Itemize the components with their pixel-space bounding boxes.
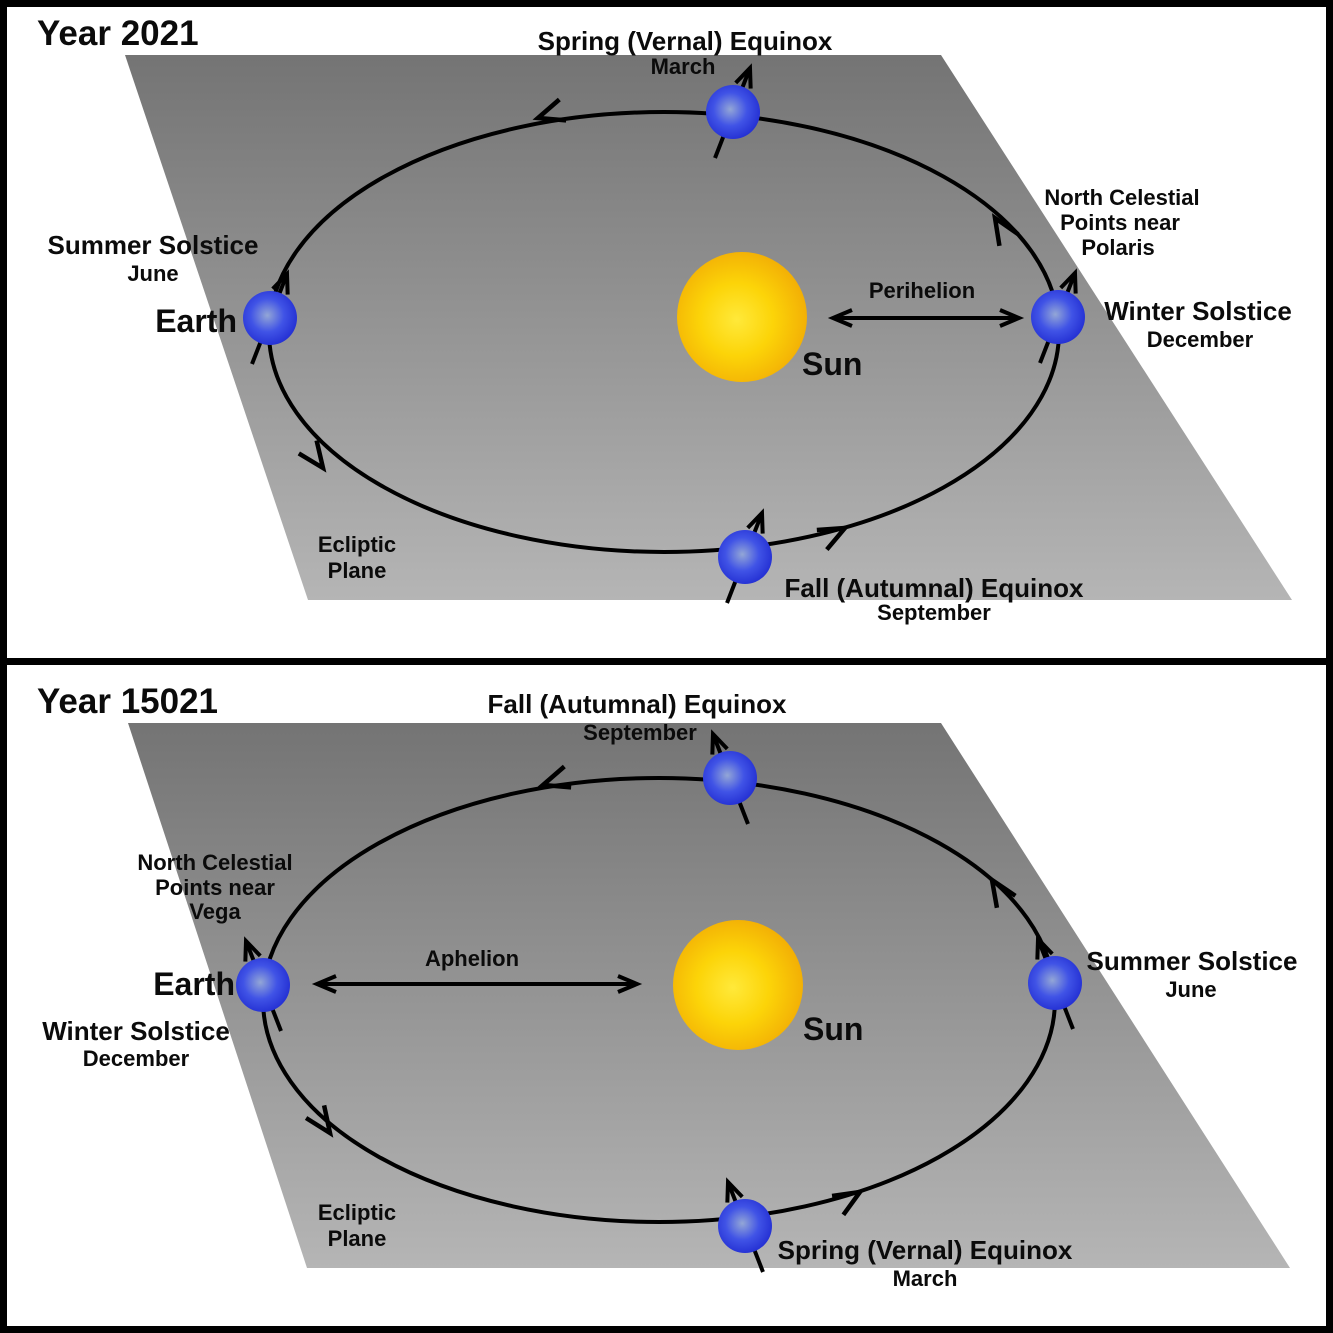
earth-fall-equinox [718,508,772,604]
pole-label-line3: Polaris [1081,235,1154,260]
bottom-position-label: Spring (Vernal) Equinox [778,1235,1073,1265]
ecliptic-label-line2: Plane [328,1226,387,1251]
left-position-month: December [83,1046,190,1071]
left-position-month: June [127,261,178,286]
earth-summer-solstice [243,269,297,365]
sun-sphere [677,252,807,382]
bottom-position-month: September [877,600,991,625]
earth-sphere [718,530,772,584]
pole-label-line2: Points near [1060,210,1180,235]
top-position-label: Spring (Vernal) Equinox [538,26,833,56]
panel-year-15021: Year 15021 Fall (Autumnal) Equinox Septe… [37,682,1297,1291]
right-position-label: Summer Solstice [1087,946,1298,976]
aphelion-arrow [315,974,639,994]
panel-divider [0,658,1333,665]
earth-label: Earth [153,966,235,1002]
panel-year-2021: Year 2021 Spring (Vernal) Equinox March … [37,14,1292,625]
perihelion-arrow [831,308,1021,328]
left-position-label: Winter Solstice [42,1016,230,1046]
earth-sphere [1031,290,1085,344]
earth-winter-solstice [236,936,290,1032]
right-position-month: December [1147,327,1254,352]
earth-winter-solstice [1031,268,1085,364]
earth-label: Earth [155,303,237,339]
top-position-label: Fall (Autumnal) Equinox [488,689,788,719]
pole-label-line1: North Celestial [1044,185,1199,210]
earth-summer-solstice [1028,934,1082,1030]
right-position-month: June [1165,977,1216,1002]
earth-sphere [706,85,760,139]
panel-title: Year 15021 [37,682,218,721]
earth-sphere [718,1199,772,1253]
earth-spring-equinox [718,1177,772,1273]
right-position-label: Winter Solstice [1104,296,1292,326]
top-position-month: March [651,54,716,79]
distance-label: Perihelion [869,278,975,303]
sun-label: Sun [803,1011,863,1047]
sun-label: Sun [802,346,862,382]
earth-sphere [1028,956,1082,1010]
earth-sphere [243,291,297,345]
ecliptic-label-line1: Ecliptic [318,1200,396,1225]
earth-sphere [236,958,290,1012]
earth-fall-equinox [703,729,757,825]
ecliptic-label-line1: Ecliptic [318,532,396,557]
panel-title: Year 2021 [37,14,199,53]
pole-label-line2: Points near [155,875,275,900]
sun-sphere [673,920,803,1050]
bottom-position-label: Fall (Autumnal) Equinox [785,573,1085,603]
left-position-label: Summer Solstice [48,230,259,260]
bottom-position-month: March [893,1266,958,1291]
pole-label-line3: Vega [189,899,241,924]
top-position-month: September [583,720,697,745]
earth-sphere [703,751,757,805]
pole-label-line1: North Celestial [137,850,292,875]
earth-spring-equinox [706,63,760,159]
ecliptic-label-line2: Plane [328,558,387,583]
distance-label: Aphelion [425,946,519,971]
